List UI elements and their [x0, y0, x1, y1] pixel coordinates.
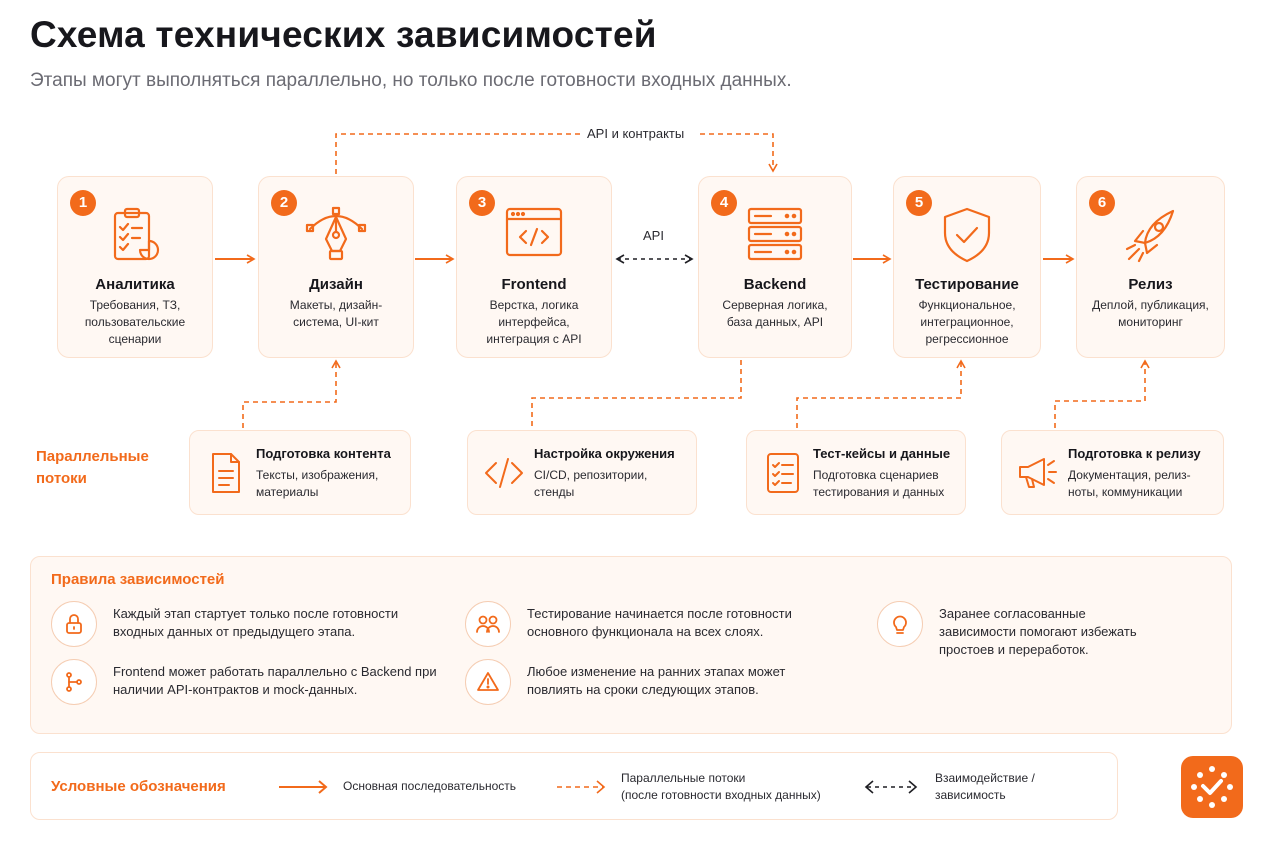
stage-desc: Верстка, логика интерфейса, интеграция с… [486, 298, 582, 346]
legend-solid-arrow [279, 780, 328, 794]
users-icon [465, 601, 511, 647]
rule-item: Тестирование начинается после готовности… [465, 601, 845, 647]
parallel-item-release-prep[interactable]: Подготовка к релизу Документация, релиз-… [1001, 430, 1224, 515]
rule-item: Каждый этап стартует только после готовн… [51, 601, 451, 647]
stage-release[interactable]: 6 Релиз Деплой, публикация, мониторинг [1076, 176, 1225, 358]
stage-desc: Требования, ТЗ, пользовательские сценари… [84, 298, 186, 346]
api-label: API [639, 228, 668, 243]
rules-title: Правила зависимостей [51, 571, 225, 588]
stage-title: Backend [743, 276, 807, 293]
legend-parallel-line: (после готовности входных данных) [621, 788, 821, 802]
stage-number: 6 [1089, 190, 1115, 216]
branch-icon [51, 659, 97, 705]
parallel-item-title: Подготовка контента [256, 446, 391, 461]
parallel-item-desc: CI/CD, репозитории, стенды [534, 468, 648, 499]
stage-backend[interactable]: 4 Backend Серверная логика, база данных,… [698, 176, 852, 358]
rule-text: Любое изменение на ранних этапах может п… [527, 664, 786, 697]
legend-parallel-label: Параллельные потоки (после готовности вх… [621, 770, 821, 804]
rule-item: Frontend может работать параллельно с Ba… [51, 659, 461, 705]
rules-panel: Правила зависимостей Каждый этап стартуе… [30, 556, 1232, 734]
parallel-item-title: Тест-кейсы и данные [813, 446, 951, 461]
rule-item: Заранее согласованные зависимости помога… [877, 601, 1217, 659]
parallel-item-content[interactable]: Подготовка контента Тексты, изображения,… [189, 430, 411, 515]
stage-number: 2 [271, 190, 297, 216]
parallel-item-title: Настройка окружения [534, 446, 675, 461]
parallel-item-title: Подготовка к релизу [1068, 446, 1201, 461]
stage-title: Аналитика [95, 276, 175, 293]
arrow-api-contracts [335, 133, 773, 174]
legend-bidirectional-arrow [864, 780, 918, 794]
parallel-item-desc: Документация, релиз-ноты, коммуникации [1068, 468, 1191, 499]
page-subtitle: Этапы могут выполняться параллельно, но … [30, 70, 792, 91]
code-brackets-icon [482, 451, 526, 495]
stage-desc: Макеты, дизайн-система, UI-кит [289, 298, 383, 329]
legend-main-label: Основная последовательность [343, 779, 516, 793]
warning-icon [465, 659, 511, 705]
parallel-streams-label: Параллельные потоки [36, 446, 149, 490]
stage-title: Тестирование [915, 276, 1019, 293]
parallel-item-desc: Подготовка сценариев тестирования и данн… [813, 468, 945, 499]
arrow-parallel-content [242, 359, 341, 428]
arrow-parallel-tests [796, 359, 966, 428]
stage-frontend[interactable]: 3 Frontend Верстка, логика интерфейса, и… [456, 176, 612, 358]
rule-text: Каждый этап стартует только после готовн… [113, 606, 399, 639]
rule-text: Тестирование начинается после готовности… [527, 606, 792, 639]
rule-text: Заранее согласованные зависимости помога… [939, 606, 1137, 657]
checklist-icon [761, 451, 805, 495]
page-title: Схема технических зависимостей [30, 14, 657, 55]
server-icon [699, 205, 851, 265]
legend-panel: Условные обозначения Основная последоват… [30, 752, 1118, 820]
stage-testing[interactable]: 5 Тестирование Функциональное, интеграци… [893, 176, 1041, 358]
rocket-icon [1077, 205, 1224, 265]
stage-title: Дизайн [309, 276, 363, 293]
stage-title: Frontend [501, 276, 567, 293]
parallel-label-line: потоки [36, 470, 87, 487]
stage-desc: Функциональное, интеграционное, регресси… [918, 298, 1016, 346]
api-contracts-label: API и контракты [583, 126, 689, 141]
stage-desc: Серверная логика, база данных, API [722, 298, 828, 329]
megaphone-icon [1016, 451, 1060, 495]
legend-dashed-arrow [557, 780, 606, 794]
pen-tool-icon [259, 205, 413, 265]
document-icon [204, 451, 248, 495]
parallel-item-environment[interactable]: Настройка окружения CI/CD, репозитории, … [467, 430, 697, 515]
rule-text: Frontend может работать параллельно с Ba… [113, 664, 437, 697]
stage-design[interactable]: 2 Дизайн Макеты, дизайн-система, UI-кит [258, 176, 414, 358]
code-window-icon [457, 205, 611, 265]
legend-title: Условные обозначения [51, 778, 226, 795]
parallel-label-line: Параллельные [36, 448, 149, 465]
parallel-item-testcases[interactable]: Тест-кейсы и данные Подготовка сценариев… [746, 430, 966, 515]
parallel-item-desc: Тексты, изображения, материалы [256, 468, 379, 499]
stage-title: Релиз [1128, 276, 1173, 293]
legend-parallel-line: Параллельные потоки [621, 771, 746, 785]
lightbulb-icon [877, 601, 923, 647]
lock-icon [51, 601, 97, 647]
stage-analytics[interactable]: 1 Аналитика Требования, ТЗ, пользователь… [57, 176, 213, 358]
clipboard-chart-icon [58, 205, 212, 265]
legend-interaction-line: зависимость [935, 788, 1006, 802]
brand-logo-icon[interactable] [1181, 756, 1243, 818]
stage-desc: Деплой, публикация, мониторинг [1092, 298, 1209, 329]
stage-number: 3 [469, 190, 495, 216]
stage-number: 1 [70, 190, 96, 216]
legend-interaction-line: Взаимодействие / [935, 771, 1035, 785]
stage-number: 4 [711, 190, 737, 216]
arrow-parallel-release [1054, 359, 1150, 428]
stage-number: 5 [906, 190, 932, 216]
shield-check-icon [894, 205, 1040, 265]
rule-item: Любое изменение на ранних этапах может п… [465, 659, 845, 705]
arrow-parallel-env [531, 360, 742, 426]
legend-interaction-label: Взаимодействие / зависимость [935, 770, 1035, 804]
